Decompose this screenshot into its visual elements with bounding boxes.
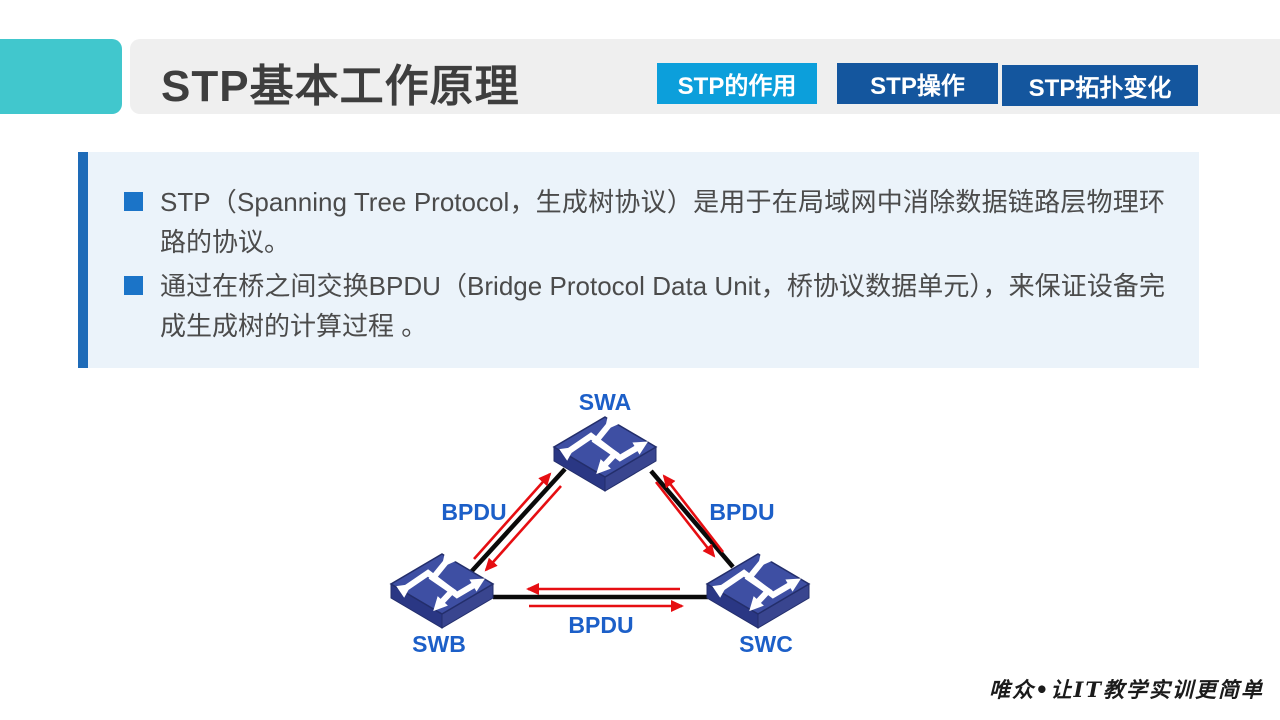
bullet-text: STP（Spanning Tree Protocol，生成树协议）是用于在局域网… [160,187,1165,257]
node-label-swc: SWC [739,631,793,657]
switch-icon-swa [554,417,656,491]
bpdu-label-left: BPDU [441,499,506,525]
bpdu-label-bottom: BPDU [568,612,633,638]
bullet-item: 通过在桥之间交换BPDU（Bridge Protocol Data Unit，桥… [124,266,1165,346]
bullet-list: STP（Spanning Tree Protocol，生成树协议）是用于在局域网… [124,182,1165,346]
bpdu-arrow-swc-to-swa [662,474,725,553]
stp-topology-diagram: SWA SWB SWC BPDU BPDU BPDU [370,389,840,657]
content-accent-bar [78,152,88,368]
bullet-text: 通过在桥之间交换BPDU（Bridge Protocol Data Unit，桥… [160,271,1165,341]
content-box: STP（Spanning Tree Protocol，生成树协议）是用于在局域网… [88,152,1199,368]
footer-slogan: 唯众•让IT教学实训更简单 [989,677,1264,702]
nav-button-stp-role[interactable]: STP的作用 [657,63,817,104]
node-label-swb: SWB [412,631,466,657]
square-bullet-icon [124,192,143,211]
bullet-item: STP（Spanning Tree Protocol，生成树协议）是用于在局域网… [124,182,1165,262]
bpdu-arrow-swb-to-swa [473,472,552,560]
bpdu-label-right: BPDU [709,499,774,525]
nav-button-stp-topology-change[interactable]: STP拓扑变化 [1002,65,1198,106]
bpdu-arrow-swa-to-swc [654,481,716,558]
nav-button-stp-operation[interactable]: STP操作 [837,63,998,104]
square-bullet-icon [124,276,143,295]
node-label-swa: SWA [579,389,631,415]
header-accent-block [0,39,122,114]
bpdu-arrow-swa-to-swb [484,485,562,572]
page-title: STP基本工作原理 [161,62,520,111]
switch-icon-swc [707,554,809,628]
